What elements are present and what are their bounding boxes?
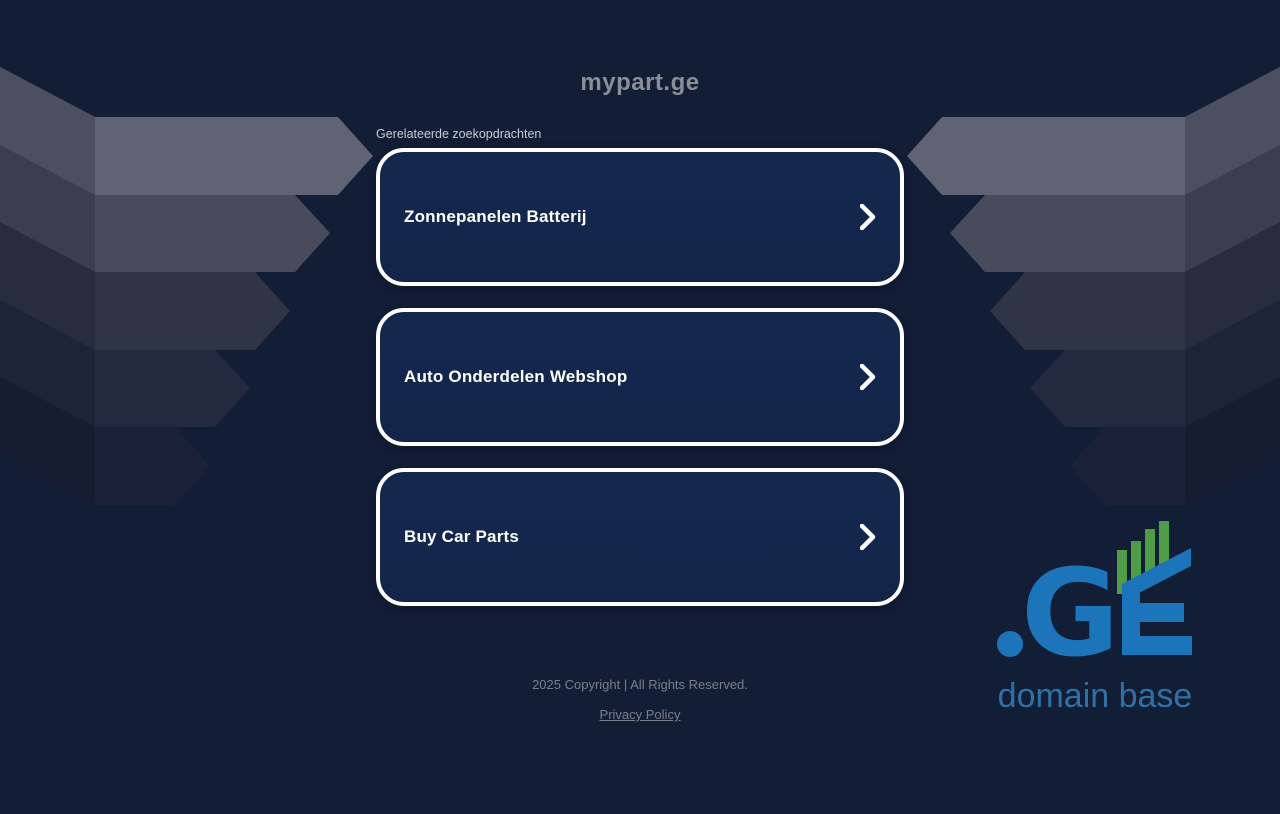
chevron-right-icon	[860, 524, 876, 550]
logo-tagline: domain base	[997, 677, 1193, 715]
logo-dot	[997, 631, 1023, 657]
related-searches-list: Zonnepanelen Batterij Auto Onderdelen We…	[376, 148, 904, 628]
privacy-policy-link[interactable]: Privacy Policy	[599, 707, 681, 722]
related-search-label: Buy Car Parts	[404, 527, 520, 546]
ge-logo-mark: G	[997, 521, 1192, 675]
related-search-label: Auto Onderdelen Webshop	[404, 367, 628, 386]
registrar-logo[interactable]: G domain base	[995, 517, 1195, 715]
chevron-right-icon	[860, 364, 876, 390]
logo-e-bottom-arm	[1122, 636, 1192, 655]
related-searches-label: Gerelateerde zoekopdrachten	[376, 127, 542, 141]
related-search-link[interactable]: Zonnepanelen Batterij	[376, 148, 904, 286]
logo-g-letter: G	[1021, 545, 1120, 675]
related-search-link[interactable]: Auto Onderdelen Webshop	[376, 308, 904, 446]
related-search-link[interactable]: Buy Car Parts	[376, 468, 904, 606]
related-search-label: Zonnepanelen Batterij	[404, 207, 587, 226]
page-title: mypart.ge	[580, 69, 700, 96]
chevron-right-icon	[860, 204, 876, 230]
logo-e-middle-arm	[1122, 603, 1184, 622]
